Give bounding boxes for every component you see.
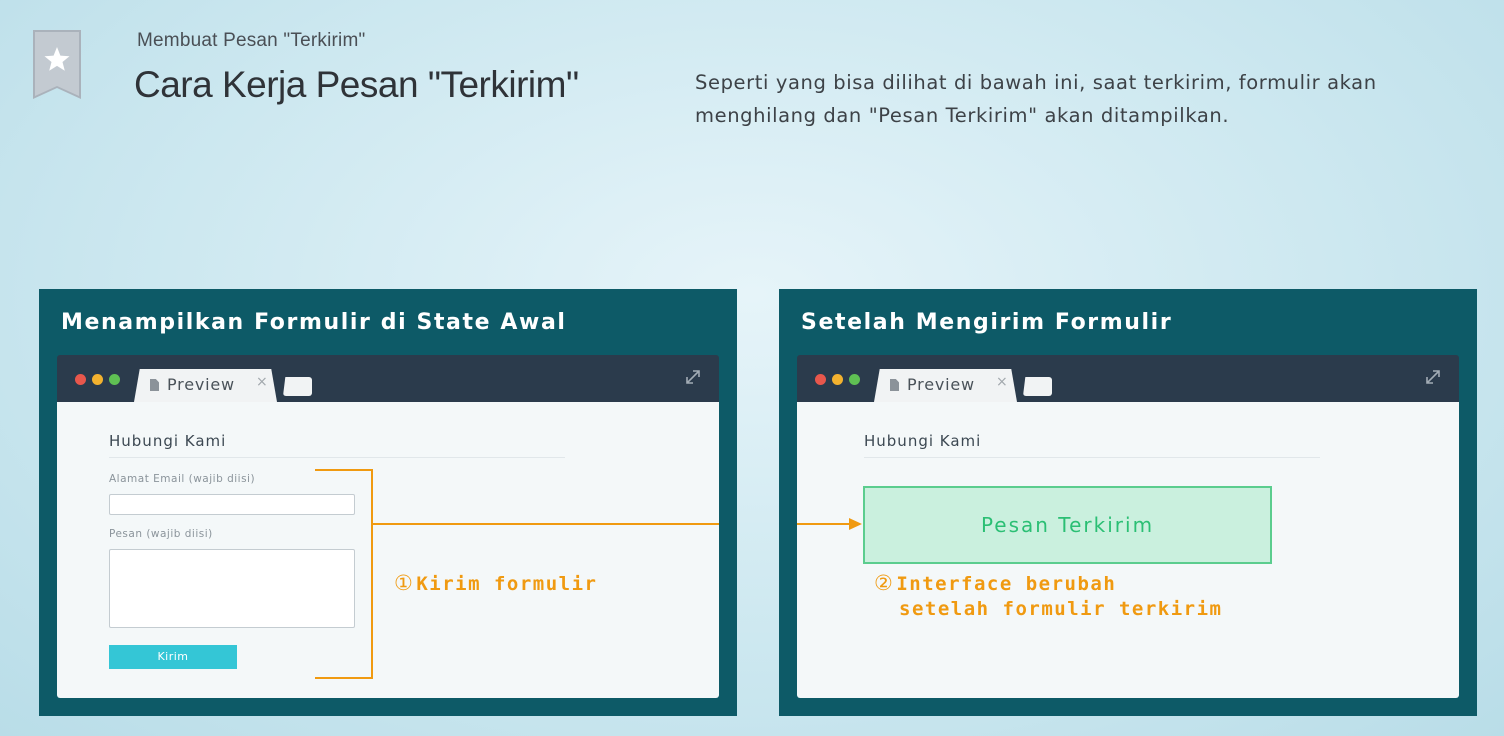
maximize-window-button[interactable] xyxy=(109,374,120,385)
browser-content: Hubungi Kami Pesan Terkirim xyxy=(797,402,1459,698)
tab-close-icon[interactable]: × xyxy=(996,374,1008,390)
success-message: Pesan Terkirim xyxy=(863,486,1272,564)
minimize-window-button[interactable] xyxy=(832,374,843,385)
new-tab-button[interactable] xyxy=(283,377,312,396)
email-field-label: Alamat Email (wajib diisi) xyxy=(109,473,256,485)
page-title: Cara Kerja Pesan "Terkirim" xyxy=(134,64,579,105)
bookmark-star-icon xyxy=(33,30,81,99)
browser-tab-preview[interactable]: Preview × xyxy=(134,369,277,402)
contact-form-title: Hubungi Kami xyxy=(864,432,982,450)
annotation-text-line2: setelah formulir terkirim xyxy=(899,598,1223,620)
browser-titlebar: Preview × xyxy=(797,355,1459,402)
maximize-window-button[interactable] xyxy=(849,374,860,385)
browser-window: Preview × Hubungi Kami Alamat Email (waj… xyxy=(57,355,719,698)
file-icon xyxy=(890,379,899,391)
panel-title: Menampilkan Formulir di State Awal xyxy=(61,310,567,335)
panel-title: Setelah Mengirim Formulir xyxy=(801,310,1173,335)
browser-titlebar: Preview × xyxy=(57,355,719,402)
new-tab-button[interactable] xyxy=(1023,377,1052,396)
browser-window: Preview × Hubungi Kami Pesan Terkirim xyxy=(797,355,1459,698)
submit-button[interactable]: Kirim xyxy=(109,645,237,669)
file-icon xyxy=(150,379,159,391)
message-textarea[interactable] xyxy=(109,549,355,628)
step-number: ① xyxy=(394,571,415,595)
annotation-text: Kirim formulir xyxy=(416,573,598,595)
step-number: ② xyxy=(874,571,895,595)
browser-content: Hubungi Kami Alamat Email (wajib diisi) … xyxy=(57,402,719,698)
page-subtitle: Membuat Pesan "Terkirim" xyxy=(137,30,366,51)
email-field[interactable] xyxy=(109,494,355,515)
minimize-window-button[interactable] xyxy=(92,374,103,385)
annotation-text: Interface berubah xyxy=(896,573,1117,595)
close-window-button[interactable] xyxy=(75,374,86,385)
page-description: Seperti yang bisa dilihat di bawah ini, … xyxy=(695,71,1377,127)
expand-icon[interactable] xyxy=(1424,368,1442,386)
expand-icon[interactable] xyxy=(684,368,702,386)
close-window-button[interactable] xyxy=(815,374,826,385)
divider xyxy=(864,457,1320,458)
tab-close-icon[interactable]: × xyxy=(256,374,268,390)
browser-tab-preview[interactable]: Preview × xyxy=(874,369,1017,402)
tab-label: Preview xyxy=(167,375,235,394)
panel-after-submit: Setelah Mengirim Formulir Preview × Hubu… xyxy=(779,289,1477,716)
divider xyxy=(109,457,565,458)
tab-label: Preview xyxy=(907,375,975,394)
panel-initial-state: Menampilkan Formulir di State Awal Previ… xyxy=(39,289,737,716)
contact-form-title: Hubungi Kami xyxy=(109,432,227,450)
message-field-label: Pesan (wajib diisi) xyxy=(109,528,213,540)
